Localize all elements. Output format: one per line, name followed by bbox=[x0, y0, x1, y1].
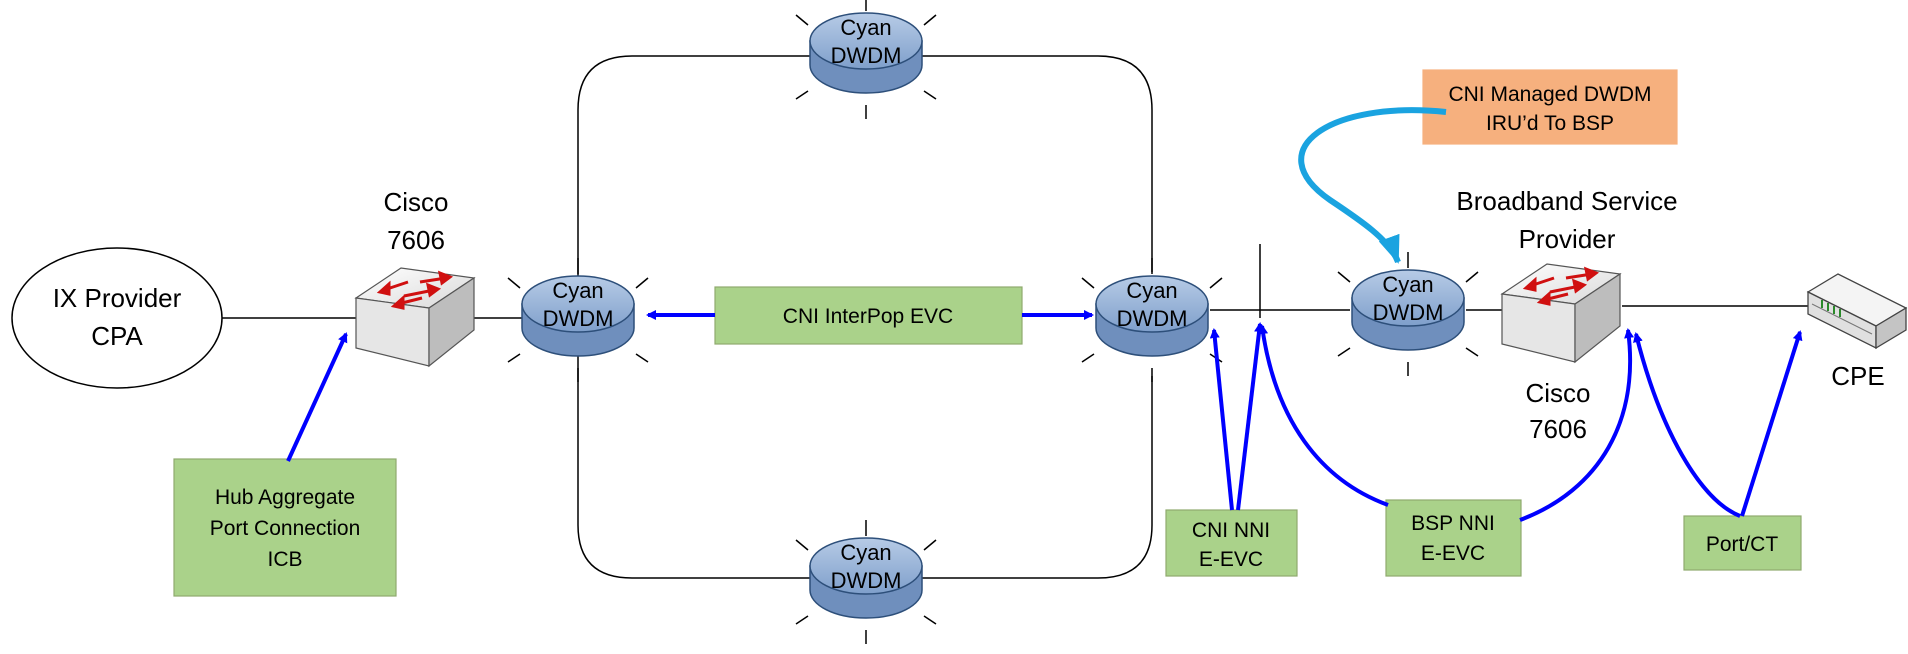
links bbox=[222, 55, 1822, 579]
port-ct-arrow-right bbox=[1740, 330, 1803, 517]
cni-nni-arrow-b bbox=[1236, 322, 1265, 511]
cpe-node: CPE bbox=[1806, 273, 1908, 391]
router-icon bbox=[507, 258, 649, 382]
cni-nni-arrow-a bbox=[1209, 328, 1234, 511]
cni-nni-line2: E-EVC bbox=[1199, 548, 1263, 571]
bsp-nni-box: BSP NNI E-EVC bbox=[1385, 499, 1522, 577]
port-ct-arrow-left bbox=[1633, 332, 1741, 518]
dwdm-left-node-line1: Cyan bbox=[552, 278, 603, 303]
modem-icon bbox=[1806, 273, 1908, 350]
cni-nni-box: CNI NNI E-EVC bbox=[1165, 509, 1298, 577]
broadband-line2: Provider bbox=[1519, 224, 1616, 254]
dwdm-right-node-line1: Cyan bbox=[1126, 278, 1177, 303]
hub-aggregate-line1: Hub Aggregate bbox=[215, 486, 355, 509]
switch-icon bbox=[354, 267, 476, 368]
ix-provider-node: IX Provider CPA bbox=[11, 247, 223, 389]
managed-dwdm-callout-arrow bbox=[1298, 107, 1447, 264]
dwdm-top-node-line2: DWDM bbox=[831, 43, 902, 68]
router-icon bbox=[795, 520, 937, 644]
managed-dwdm-note: CNI Managed DWDM IRU’d To BSP bbox=[1422, 69, 1678, 145]
bsp-nni-arrow-right bbox=[1519, 328, 1635, 522]
evc-arrows bbox=[286, 310, 1803, 522]
cisco-right-node: Cisco 7606 bbox=[1500, 263, 1622, 444]
router-icon bbox=[795, 0, 937, 119]
router-icon bbox=[1337, 252, 1479, 376]
ix-provider-line1: IX Provider bbox=[53, 283, 182, 313]
dwdm-top-node-line1: Cyan bbox=[840, 15, 891, 40]
ring-path bbox=[577, 55, 1153, 579]
dwdm-bsp-node-line1: Cyan bbox=[1382, 272, 1433, 297]
cisco-left-line2: 7606 bbox=[387, 225, 445, 255]
interpop-evc-box: CNI InterPop EVC bbox=[714, 286, 1023, 345]
cisco-right-line1: Cisco bbox=[1525, 378, 1590, 408]
bsp-nni-arrow-left bbox=[1258, 324, 1389, 507]
bsp-nni-line2: E-EVC bbox=[1421, 542, 1485, 565]
bsp-nni-line1: BSP NNI bbox=[1411, 512, 1495, 535]
hub-arrow bbox=[286, 332, 348, 462]
ix-provider-line2: CPA bbox=[91, 321, 143, 351]
port-ct-box: Port/CT bbox=[1683, 515, 1802, 571]
cisco-left-line1: Cisco bbox=[383, 187, 448, 217]
cisco-left-node: Cisco 7606 bbox=[354, 187, 476, 368]
dwdm-right-node-line2: DWDM bbox=[1117, 306, 1188, 331]
dwdm-left-node-line2: DWDM bbox=[543, 306, 614, 331]
managed-dwdm-line2: IRU’d To BSP bbox=[1486, 112, 1614, 135]
router-icon bbox=[1081, 258, 1223, 382]
hub-aggregate-box: Hub Aggregate Port Connection ICB bbox=[173, 458, 397, 597]
broadband-line1: Broadband Service bbox=[1456, 186, 1677, 216]
dwdm-bottom-node-line2: DWDM bbox=[831, 568, 902, 593]
port-ct-label: Port/CT bbox=[1706, 533, 1779, 556]
managed-dwdm-line1: CNI Managed DWDM bbox=[1448, 83, 1651, 106]
switch-icon bbox=[1500, 263, 1622, 364]
cpe-label: CPE bbox=[1831, 361, 1884, 391]
broadband-provider-label: Broadband Service Provider bbox=[1456, 186, 1677, 254]
dwdm-bottom-node-line1: Cyan bbox=[840, 540, 891, 565]
interpop-evc-label: CNI InterPop EVC bbox=[783, 305, 953, 328]
hub-aggregate-line3: ICB bbox=[267, 548, 302, 571]
cisco-right-line2: 7606 bbox=[1529, 414, 1587, 444]
hub-aggregate-line2: Port Connection bbox=[210, 517, 361, 540]
dwdm-bsp-node-line2: DWDM bbox=[1373, 300, 1444, 325]
cni-nni-line1: CNI NNI bbox=[1192, 519, 1270, 542]
